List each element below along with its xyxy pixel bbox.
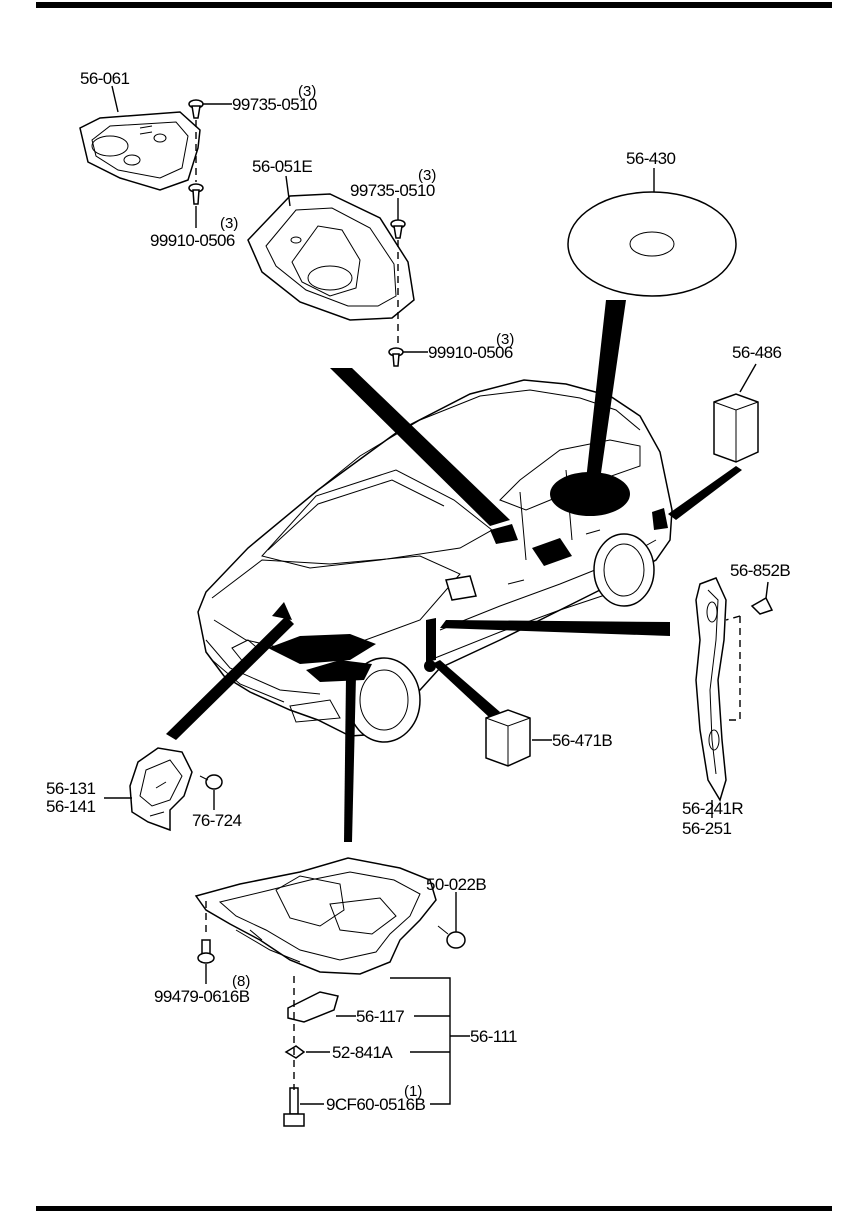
qty-99910-b: (3): [496, 331, 514, 348]
label-56-141: 56-141: [46, 797, 95, 816]
qty-99910-a: (3): [220, 215, 238, 232]
qty-99479: (8): [232, 973, 250, 990]
label-52-841a: 52-841A: [332, 1043, 393, 1062]
qty-99735-b: (3): [418, 167, 436, 184]
label-56-117: 56-117: [356, 1007, 404, 1026]
panel-56-061: [79, 111, 201, 191]
bracket-56-131: [129, 747, 193, 832]
side-member-56-241r: [695, 577, 727, 802]
label-56-852b: 56-852B: [730, 561, 790, 580]
panel-56-051e: [247, 193, 415, 321]
clip-99735-a: [188, 99, 204, 119]
top-rule: [36, 2, 832, 8]
label-99910-0506-a: 99910-0506: [150, 231, 235, 250]
clip-99735-b: [390, 219, 406, 239]
label-56-241r: 56-241R: [682, 799, 743, 818]
nut-52-841a: [284, 1045, 306, 1059]
car-highlights: [268, 472, 668, 682]
bottom-rule: [36, 1206, 832, 1211]
label-56-051e: 56-051E: [252, 157, 312, 176]
label-56-061: 56-061: [80, 69, 129, 88]
label-56-486: 56-486: [732, 343, 781, 362]
block-56-486: [713, 393, 759, 463]
screw-99910-b: [388, 347, 404, 367]
label-99735-0510-b: 99735-0510: [350, 181, 435, 200]
block-56-471b: [485, 709, 531, 767]
label-56-111: 56-111: [470, 1027, 517, 1046]
disc-56-430: [567, 191, 737, 297]
undercover-56-111: [194, 857, 437, 975]
label-56-131: 56-131: [46, 779, 95, 798]
label-56-430: 56-430: [626, 149, 675, 168]
clip-56-852b: [750, 596, 774, 615]
label-99479-0616b: 99479-0616B: [154, 987, 250, 1006]
label-9cf60-0516b: 9CF60-0516B: [326, 1095, 426, 1114]
label-99735-0510-a: 99735-0510: [232, 95, 317, 114]
clip-76-724: [199, 774, 223, 790]
label-76-724: 76-724: [192, 811, 241, 830]
label-99910-0506-b: 99910-0506: [428, 343, 513, 362]
label-56-251: 56-251: [682, 819, 731, 838]
qty-99735-a: (3): [298, 83, 316, 100]
bolt-99479: [197, 939, 215, 964]
label-50-022b: 50-022B: [426, 875, 486, 894]
screw-99910-a: [188, 183, 204, 205]
plate-56-117: [287, 991, 339, 1023]
label-56-471b: 56-471B: [552, 731, 612, 750]
nut-50-022b: [437, 925, 466, 949]
bolt-9cf60: [283, 1087, 305, 1127]
qty-9cf60: (1): [404, 1083, 422, 1100]
leader-wedges: [166, 300, 742, 842]
